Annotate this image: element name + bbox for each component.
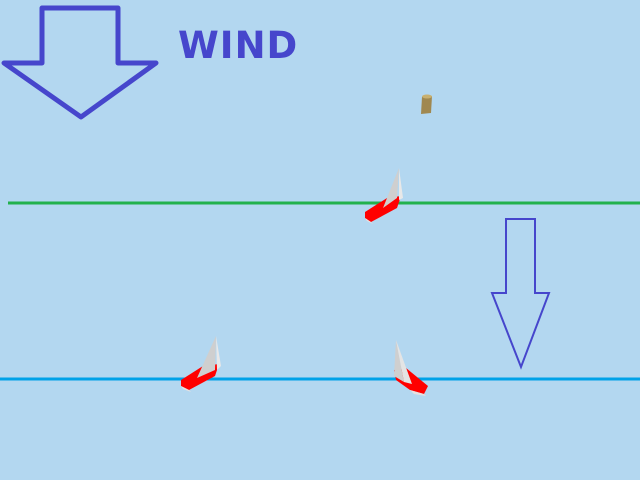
wind-label: WIND [178, 24, 299, 67]
wind-direction-large-arrow-icon [1, 5, 159, 120]
wind-direction-small-arrow-icon [490, 218, 551, 370]
sailboat-icon[interactable] [365, 168, 403, 224]
sailboat-icon[interactable] [181, 336, 221, 392]
sailboat-icon[interactable] [394, 340, 428, 396]
buoy-icon [421, 94, 432, 114]
